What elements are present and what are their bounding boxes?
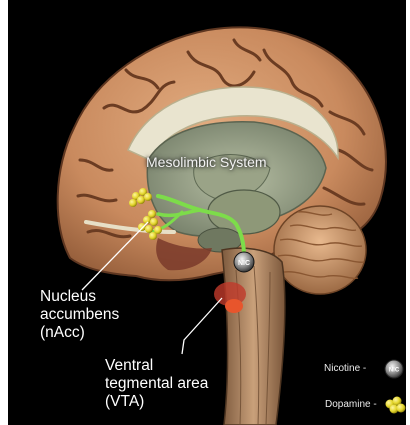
nicotine-marker: NIC <box>234 252 254 272</box>
vta-label: Ventral tegmental area (VTA) <box>105 357 208 410</box>
dopamine-cluster-icon <box>386 397 406 414</box>
nacc-label-line: Nucleus <box>40 288 119 306</box>
nicotine-molecule-icon: NIC <box>385 360 403 378</box>
legend-dopamine-label: Dopamine - <box>325 399 377 411</box>
nicotine-marker-label: NIC <box>238 260 250 267</box>
legend-nicotine-label: Nicotine - <box>324 363 366 375</box>
cerebellum <box>274 206 366 294</box>
nacc-label-line: (nAcc) <box>40 324 119 342</box>
mesolimbic-system-title: Mesolimbic System <box>146 154 267 170</box>
nicotine-legend-icon-label: NIC <box>389 368 400 374</box>
vta-leader-line <box>182 298 222 354</box>
vta-label-line: Ventral <box>105 357 208 375</box>
nacc-label-line: accumbens <box>40 306 119 324</box>
brainstem <box>222 248 285 425</box>
vta-label-line: tegmental area <box>105 375 208 393</box>
nacc-label: Nucleus accumbens (nAcc) <box>40 288 119 341</box>
brain-diagram-panel: NIC NIC Mesolimbic System Nucleus accumb… <box>8 0 406 425</box>
thalamus <box>208 190 280 234</box>
vta-label-line: (VTA) <box>105 393 208 411</box>
